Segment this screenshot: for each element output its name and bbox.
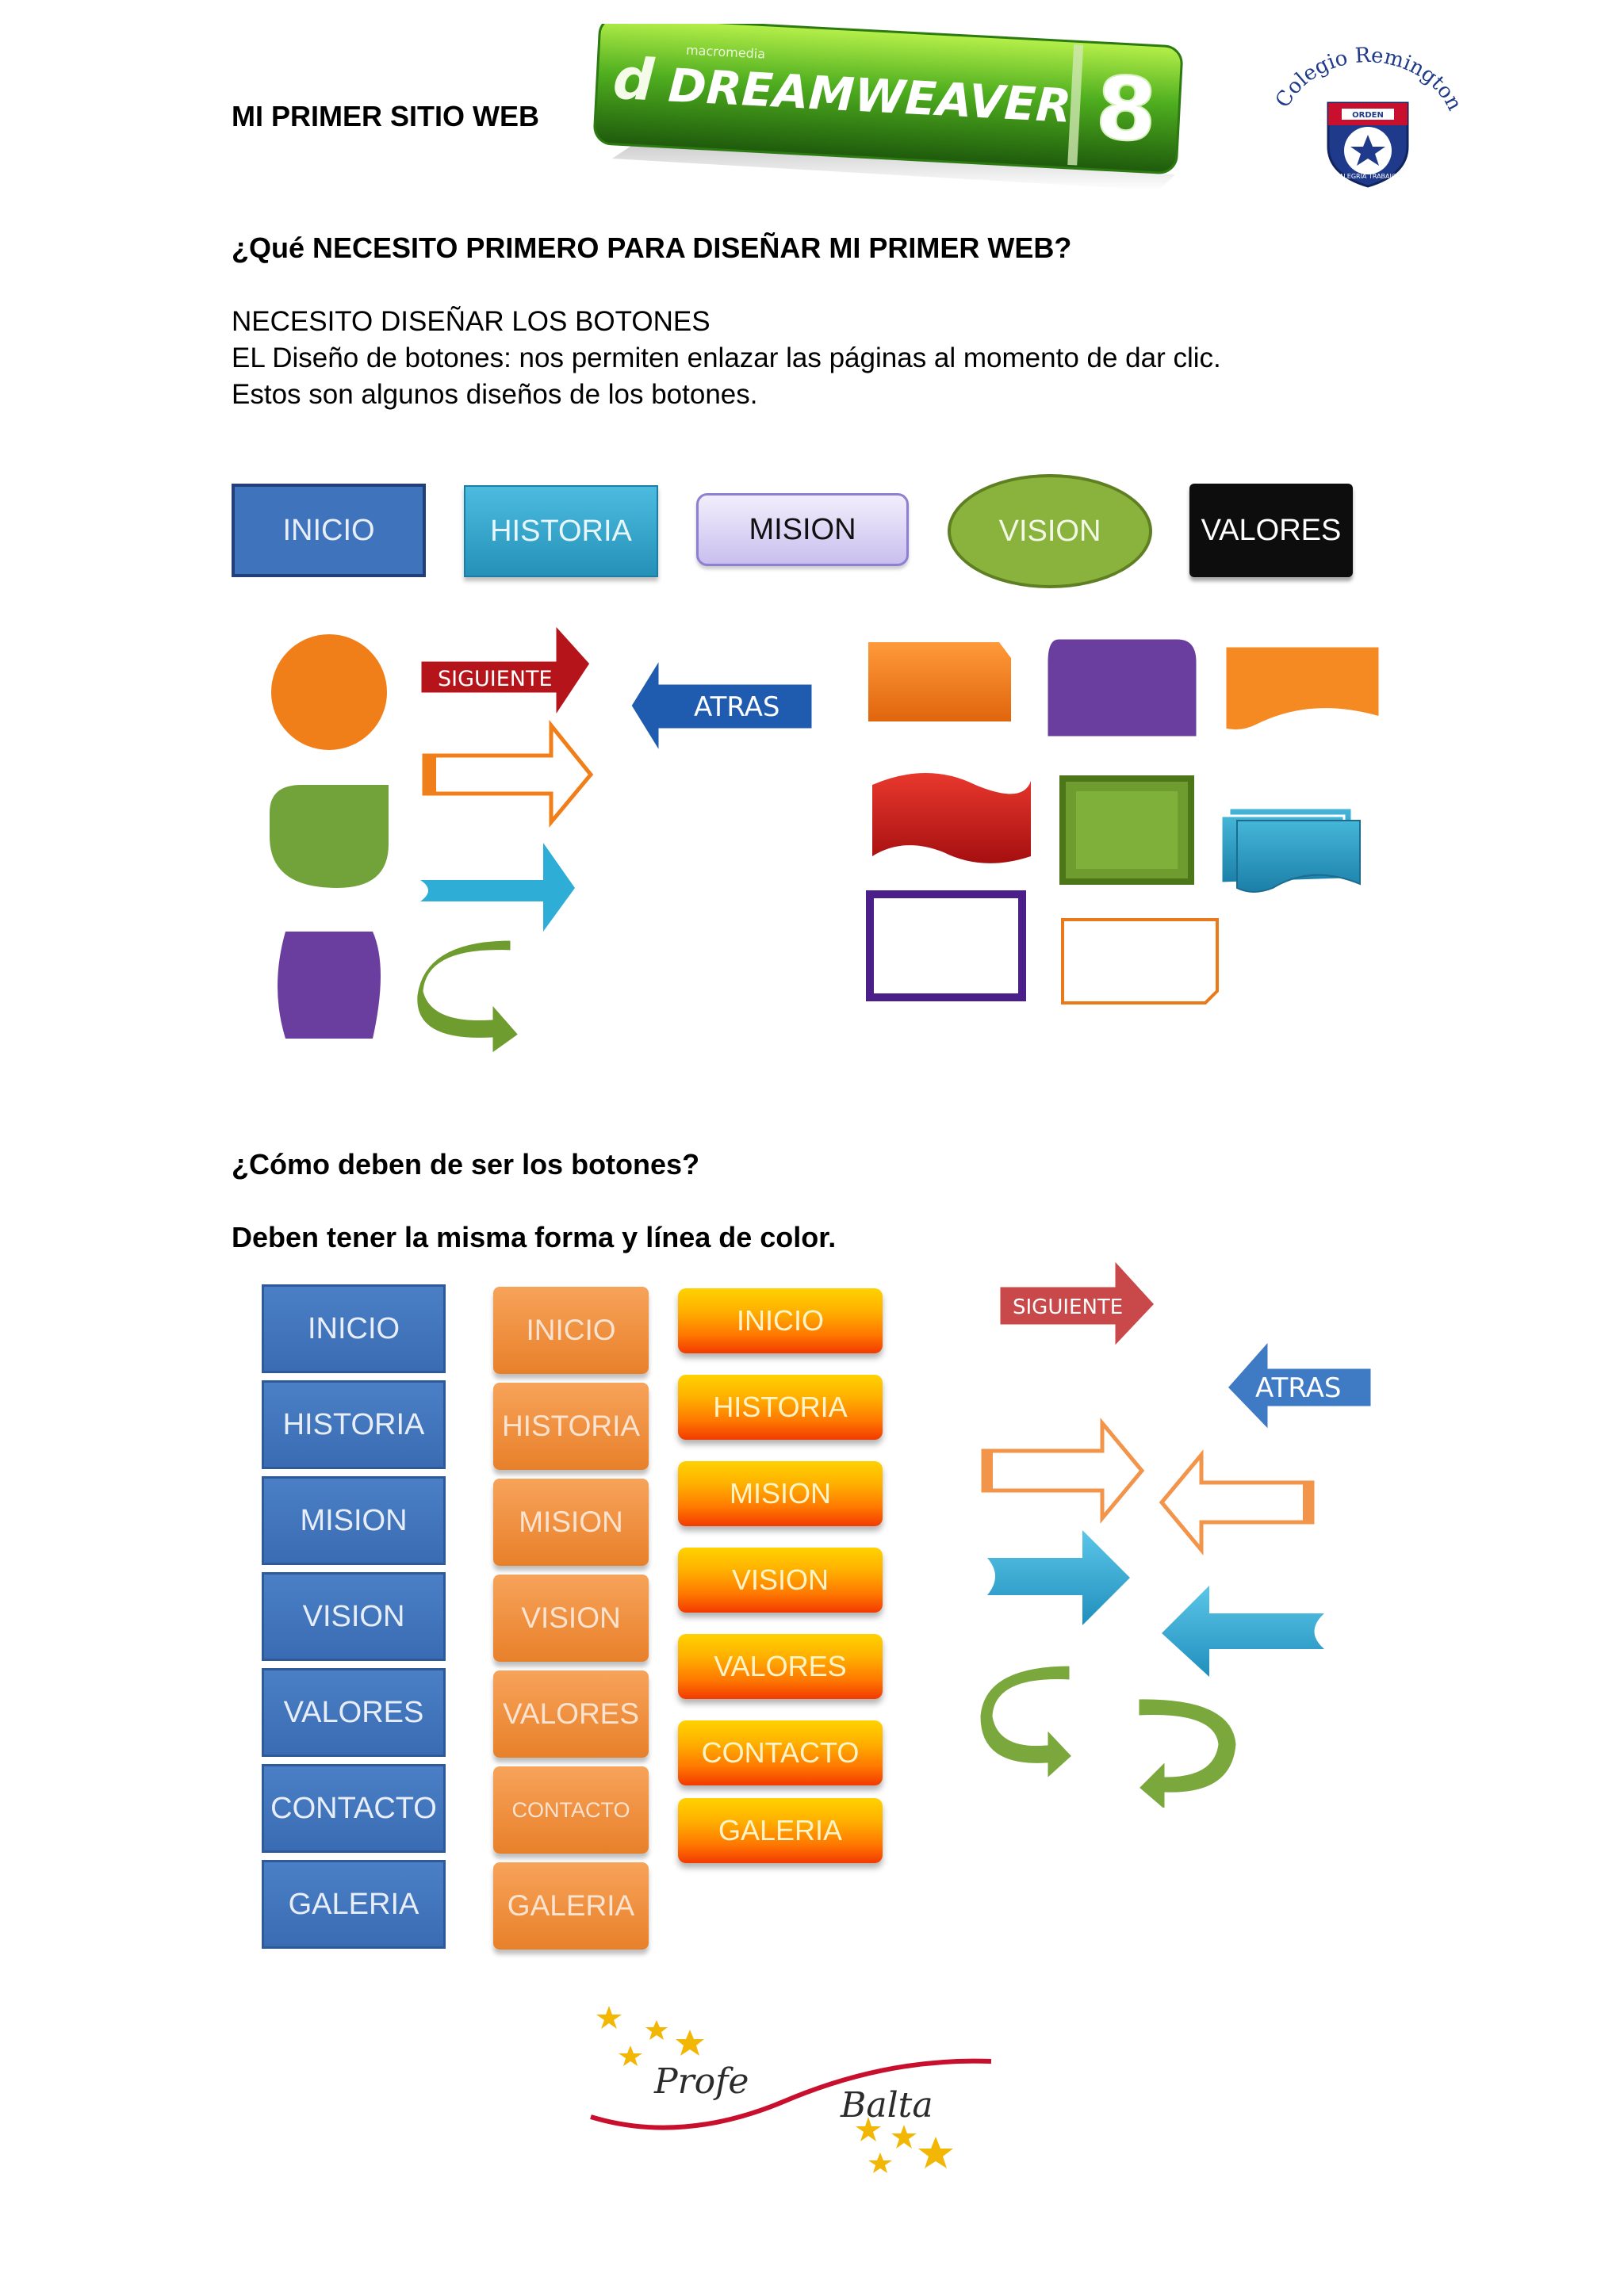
blue-menu-vision[interactable]: VISION bbox=[262, 1572, 446, 1661]
section2-question: ¿Cómo deben de ser los botones? bbox=[232, 1148, 700, 1181]
orange-tab-shape bbox=[868, 642, 1011, 721]
section1-line-3: Estos son algunos diseños de los botones… bbox=[232, 379, 758, 410]
orange-outline-right-arrow bbox=[981, 1418, 1145, 1524]
profe-balta-signature: Profe Balta bbox=[587, 1998, 999, 2180]
orange-wave-doc-shape bbox=[1224, 645, 1381, 733]
red-banner-shape bbox=[872, 773, 1031, 863]
gradient-menu-mision[interactable]: MISION bbox=[678, 1461, 883, 1526]
swoosh-line bbox=[590, 2058, 992, 2130]
atras-arrow-shape bbox=[629, 653, 814, 758]
siguiente-arrow-shape bbox=[419, 621, 592, 721]
section2-answer: Deben tener la misma forma y línea de co… bbox=[232, 1221, 837, 1253]
purple-snip-shape bbox=[1045, 637, 1199, 739]
green-curved-arrow-1 bbox=[978, 1663, 1075, 1783]
siguiente-arrow-2 bbox=[998, 1256, 1158, 1351]
section1-line-2: EL Diseño de botones: nos permiten enlaz… bbox=[232, 342, 1221, 373]
teal-right-arrow bbox=[987, 1530, 1130, 1625]
green-curved-arrow-2 bbox=[1136, 1697, 1239, 1815]
gradient-menu-inicio[interactable]: INICIO bbox=[678, 1288, 883, 1353]
signature-second: Balta bbox=[840, 2085, 933, 2126]
seal-motto: ALEGRÍA TRABAJO bbox=[1339, 171, 1396, 180]
sample-button-inicio[interactable]: INICIO bbox=[232, 484, 426, 577]
orange-menu-galeria[interactable]: GALERIA bbox=[493, 1862, 649, 1950]
blue-menu-historia[interactable]: HISTORIA bbox=[262, 1380, 446, 1469]
section1-line-1: NECESITO DISEÑAR LOS BOTONES bbox=[232, 306, 710, 337]
section1-question: ¿Qué NECESITO PRIMERO PARA DISEÑAR MI PR… bbox=[232, 232, 1072, 264]
orange-menu-historia[interactable]: HISTORIA bbox=[493, 1383, 649, 1470]
dreamweaver-logo: macromedia d DREAMWEAVER 8 bbox=[588, 16, 1191, 190]
orange-menu-vision[interactable]: VISION bbox=[493, 1575, 649, 1662]
teal-left-arrow bbox=[1162, 1586, 1324, 1677]
gradient-menu-vision[interactable]: VISION bbox=[678, 1548, 883, 1613]
orange-outline-left-arrow bbox=[1159, 1449, 1315, 1556]
siguiente-arrow-2-label: SIGUIENTE bbox=[1013, 1295, 1123, 1319]
school-seal: Colegio Remington, A.C ORDEN ALEGRÍA TRA… bbox=[1261, 10, 1467, 194]
orange-menu-inicio[interactable]: INICIO bbox=[493, 1287, 649, 1374]
orange-menu-contacto[interactable]: CONTACTO bbox=[493, 1766, 649, 1854]
green-curved-arrow-shape bbox=[415, 938, 522, 1057]
teal-arrow-shape bbox=[420, 843, 575, 932]
green-leaf-shape bbox=[270, 785, 389, 888]
blue-menu-contacto[interactable]: CONTACTO bbox=[262, 1764, 446, 1853]
teal-stack-front-shape bbox=[1236, 820, 1361, 893]
sample-button-vision[interactable]: VISION bbox=[948, 474, 1152, 588]
atras-arrow-2-label: ATRAS bbox=[1255, 1372, 1341, 1404]
orange-menu-valores[interactable]: VALORES bbox=[493, 1670, 649, 1758]
logo-version: 8 bbox=[1094, 57, 1159, 162]
orange-outline-page-shape bbox=[1061, 918, 1219, 1004]
atras-arrow-2 bbox=[1224, 1337, 1373, 1434]
sample-button-mision[interactable]: MISION bbox=[696, 493, 909, 566]
gradient-menu-contacto[interactable]: CONTACTO bbox=[678, 1720, 883, 1785]
purple-frame-shape bbox=[866, 890, 1026, 1001]
orange-circle-shape bbox=[268, 631, 390, 753]
blue-menu-valores[interactable]: VALORES bbox=[262, 1668, 446, 1757]
blue-menu-galeria[interactable]: GALERIA bbox=[262, 1860, 446, 1949]
atras-arrow-label: ATRAS bbox=[694, 691, 779, 723]
gradient-menu-historia[interactable]: HISTORIA bbox=[678, 1375, 883, 1440]
arrow-set: SIGUIENTE ATRAS bbox=[971, 1253, 1392, 1815]
siguiente-arrow-label: SIGUIENTE bbox=[438, 667, 553, 691]
signature-first: Profe bbox=[653, 2061, 749, 2102]
d-glyph: d bbox=[611, 45, 657, 114]
page-title: MI PRIMER SITIO WEB bbox=[232, 100, 540, 132]
shapes-left: SIGUIENTE ATRAS bbox=[254, 614, 888, 1058]
sample-button-historia[interactable]: HISTORIA bbox=[464, 485, 658, 577]
gradient-menu-valores[interactable]: VALORES bbox=[678, 1634, 883, 1699]
purple-hexagon-shape bbox=[278, 932, 381, 1039]
orange-menu-mision[interactable]: MISION bbox=[493, 1479, 649, 1566]
seal-banner: ORDEN bbox=[1352, 111, 1384, 120]
shapes-right bbox=[860, 626, 1384, 1047]
orange-outline-arrow-shape bbox=[422, 719, 594, 828]
seal-name: Colegio Remington, A.C bbox=[1269, 28, 1466, 115]
sample-button-valores[interactable]: VALORES bbox=[1189, 484, 1353, 577]
gradient-menu-galeria[interactable]: GALERIA bbox=[678, 1798, 883, 1863]
stars-icon bbox=[596, 2006, 953, 2173]
blue-menu-mision[interactable]: MISION bbox=[262, 1476, 446, 1565]
blue-menu-inicio[interactable]: INICIO bbox=[262, 1284, 446, 1373]
